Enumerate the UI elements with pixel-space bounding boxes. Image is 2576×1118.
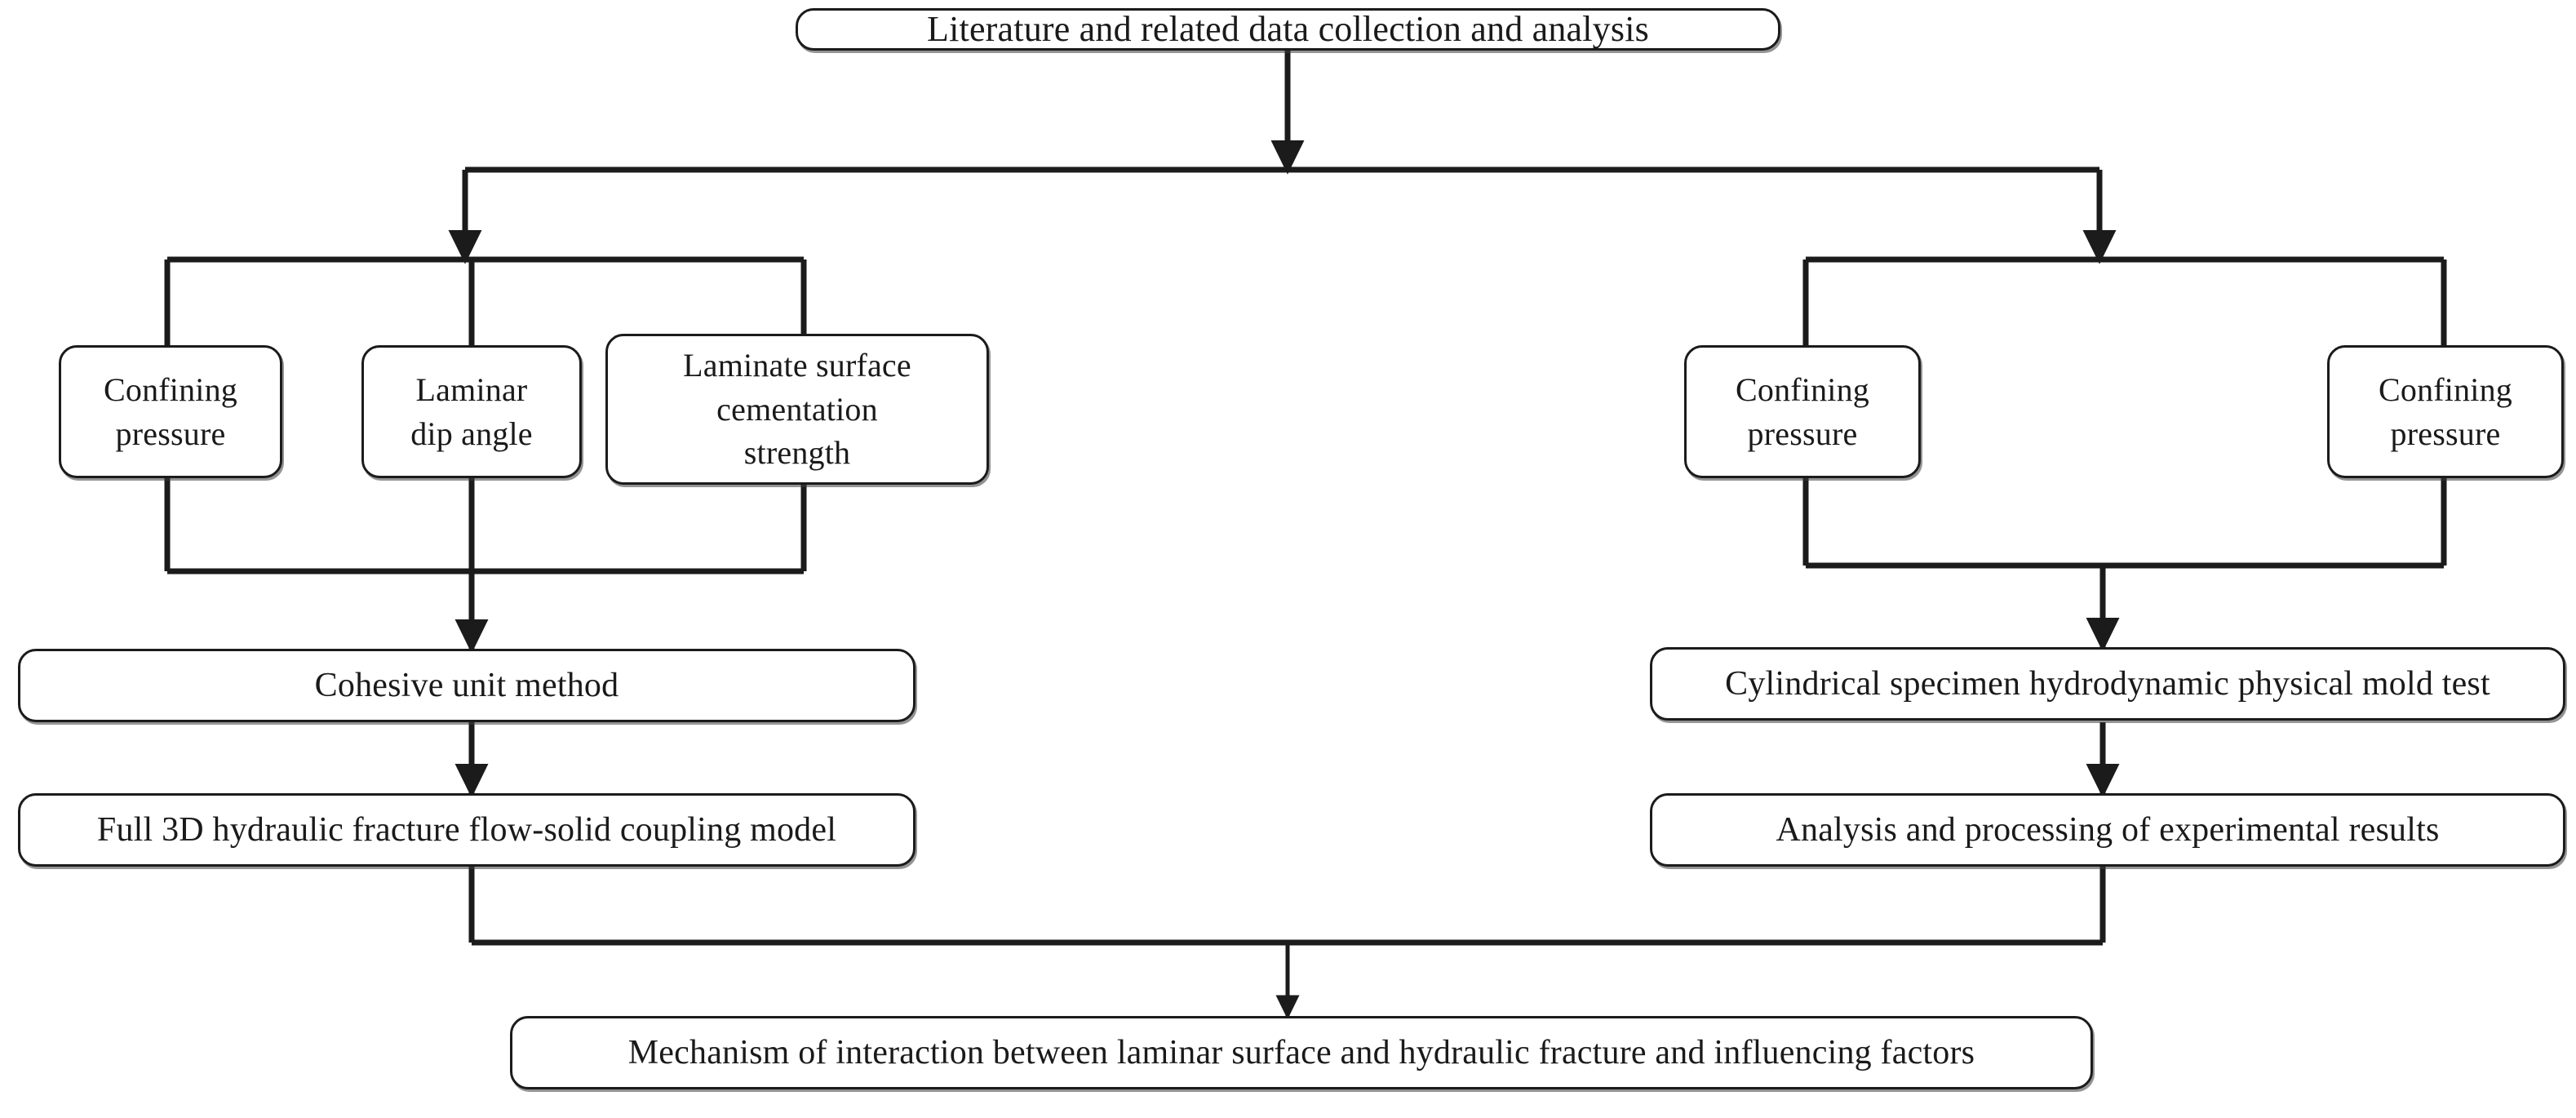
node-right-confining-pressure-2-label: Confining pressure [2378, 370, 2513, 452]
node-conclusion-mechanism-label: Mechanism of interaction between laminar… [627, 1033, 1975, 1071]
node-right-confining-pressure-2[interactable]: Confining pressure [2327, 345, 2564, 478]
node-left-confining-pressure[interactable]: Confining pressure [59, 345, 282, 478]
node-laminar-dip-angle[interactable]: Laminar dip angle [361, 345, 582, 478]
node-right-confining-pressure-1-label: Confining pressure [1735, 370, 1870, 452]
node-literature-collection[interactable]: Literature and related data collection a… [796, 8, 1780, 51]
node-cylindrical-specimen-test[interactable]: Cylindrical specimen hydrodynamic physic… [1650, 647, 2565, 721]
node-literature-collection-label: Literature and related data collection a… [927, 8, 1649, 49]
node-right-confining-pressure-1[interactable]: Confining pressure [1684, 345, 1921, 478]
node-full-3d-coupling-model[interactable]: Full 3D hydraulic fracture flow-solid co… [18, 793, 916, 867]
node-cohesive-unit-method[interactable]: Cohesive unit method [18, 649, 916, 722]
node-laminar-dip-angle-label: Laminar dip angle [410, 370, 533, 452]
node-experimental-results-analysis[interactable]: Analysis and processing of experimental … [1650, 793, 2565, 867]
node-experimental-results-analysis-label: Analysis and processing of experimental … [1776, 810, 2440, 849]
node-cohesive-unit-method-label: Cohesive unit method [314, 666, 619, 704]
node-conclusion-mechanism[interactable]: Mechanism of interaction between laminar… [510, 1016, 2093, 1089]
node-full-3d-coupling-model-label: Full 3D hydraulic fracture flow-solid co… [96, 810, 837, 849]
node-laminate-cementation-strength-label: Laminate surface cementation strength [683, 347, 911, 472]
node-cylindrical-specimen-test-label: Cylindrical specimen hydrodynamic physic… [1725, 664, 2490, 703]
node-laminate-cementation-strength[interactable]: Laminate surface cementation strength [605, 334, 989, 485]
node-left-confining-pressure-label: Confining pressure [103, 370, 238, 452]
